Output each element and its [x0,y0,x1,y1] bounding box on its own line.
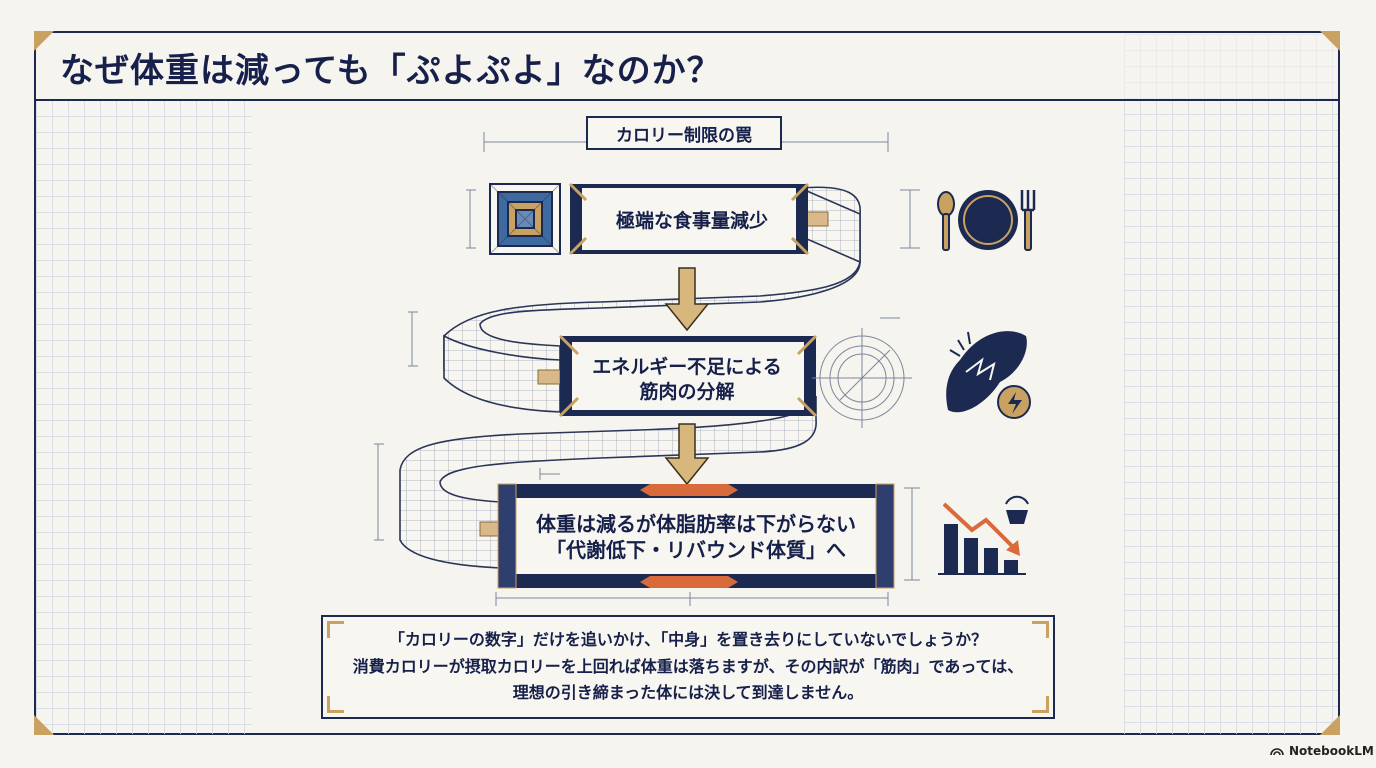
message-corner [1032,696,1049,713]
message-corner [1032,621,1049,638]
corner-ornament [34,31,54,51]
broken-muscle-icon [946,331,1031,419]
page-title: なぜ体重は減っても「ぷよぷよ」なのか？ [60,51,722,91]
diagram-header-label: カロリー制限の罠 [586,116,782,150]
step-1-box [568,182,810,256]
brand-logo: NotebookLM [1270,744,1374,758]
down-arrows [664,267,710,486]
notebooklm-icon [1270,748,1284,756]
corner-ornament [34,715,54,735]
plate-fork-spoon-icon [937,190,1036,251]
dimension-lines [374,132,920,606]
step-3-line1: 体重は減るが体脂肪率は下がらない [536,512,856,536]
corner-ornament [1320,31,1340,51]
message-line-1: 「カロリーの数字」だけを追いかけ、「中身」を置き去りにしていないでしょうか？ [388,630,988,650]
step-2-box [558,334,818,418]
message-box: 「カロリーの数字」だけを追いかけ、「中身」を置き去りにしていないでしょうか？ 消… [321,615,1055,719]
target-circle-drawing [812,317,912,428]
message-corner [327,696,344,713]
step-1-line1: 極端な食事量減少 [615,209,768,232]
target-square-icon [489,183,561,255]
step-1-text: 極端な食事量減少 [588,196,796,246]
corner-ornament [1320,715,1340,735]
step-3-text: 体重は減るが体脂肪率は下がらない 「代謝低下・リバウンド体質」へ [516,502,876,572]
title-bar: なぜ体重は減っても「ぷよぷよ」なのか？ [36,33,1338,101]
step-2-text: エネルギー不足による 筋肉の分解 [574,350,800,410]
message-line-3: 理想の引き締まった体には決して到達しません。 [512,683,864,703]
step-2-line1: エネルギー不足による [592,356,782,379]
declining-chart-icon [938,495,1029,575]
brand-name: NotebookLM [1289,744,1374,758]
step-3-box [497,483,895,589]
message-line-2: 消費カロリーが摂取カロリーを上回れば体重は落ちますが、その内訳が「筋肉」であって… [352,656,1024,676]
step-2-line2: 筋肉の分解 [639,381,735,403]
grid-pattern-right [1124,34,1338,734]
grid-pattern-left [36,100,252,734]
step-3-line2: 「代謝低下・リバウンド体質」へ [546,538,846,562]
spiral-ribbon [399,186,861,569]
message-corner [327,621,344,638]
